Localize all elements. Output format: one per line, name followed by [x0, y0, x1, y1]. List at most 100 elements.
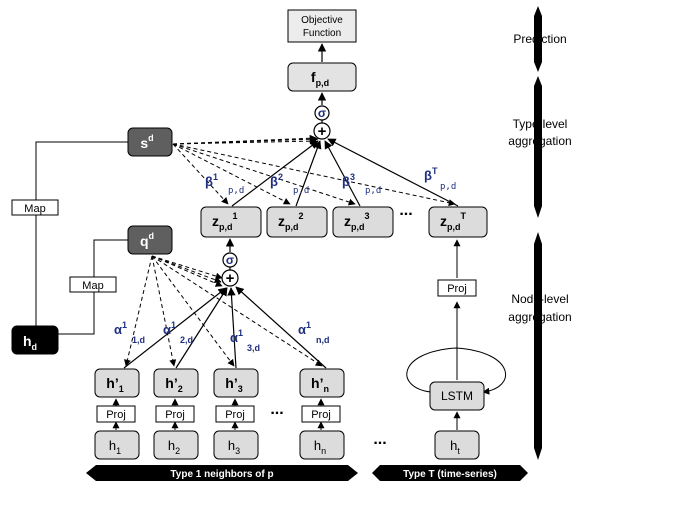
type-level-bracket-arrow — [534, 76, 542, 218]
proj-box-t: Proj — [437, 279, 477, 297]
svg-text:zp,d1: zp,d1 — [212, 211, 238, 232]
node-level-label-line1: Node-level — [511, 292, 568, 306]
svg-text:Type T (time-series): Type T (time-series) — [403, 469, 497, 480]
svg-text:h’3: h’3 — [225, 375, 242, 394]
svg-text:p,d: p,d — [293, 186, 309, 196]
svg-text:LSTM: LSTM — [441, 389, 473, 403]
type-level-plus: + — [313, 122, 331, 140]
svg-text:h’n: h’n — [311, 375, 329, 394]
node-level-plus: + — [221, 269, 239, 287]
svg-text:Proj: Proj — [106, 409, 126, 421]
svg-text:Proj: Proj — [165, 409, 185, 421]
svg-text:h’2: h’2 — [165, 375, 182, 394]
beta-2: β2 p,d — [270, 172, 309, 196]
svg-text:α1: α1 — [230, 328, 243, 345]
svg-text:qd: qd — [140, 231, 154, 249]
h-d-box: hd — [11, 325, 59, 355]
beta-T: βT p,d — [424, 166, 456, 192]
alpha-2: α1 2,d — [163, 320, 193, 345]
svg-text:+: + — [318, 123, 327, 140]
objective-function-box: Objective Function — [287, 9, 357, 43]
alpha-1: α1 1,d — [114, 320, 145, 345]
svg-text:Proj: Proj — [311, 409, 331, 421]
svg-text:h3: h3 — [228, 438, 240, 456]
h-box-3: h3 — [213, 430, 259, 460]
type-level-sigma: σ — [314, 105, 330, 121]
h-prime-box-n: h’n — [299, 368, 345, 398]
beta-3: β3 p,d — [342, 172, 381, 196]
q-d-box: qd — [127, 225, 173, 255]
svg-text:sd: sd — [140, 133, 153, 151]
svg-text:Proj: Proj — [447, 283, 467, 295]
svg-text:h1: h1 — [109, 438, 121, 456]
type1-neighbors-banner: Type 1 neighbors of p — [86, 465, 358, 481]
map-label-inner: Map — [69, 276, 117, 293]
h-prime-box-1: h’1 — [94, 368, 140, 398]
s-d-box: sd — [127, 127, 173, 157]
z-box-1: zp,d1 — [200, 206, 262, 238]
svg-text:σ: σ — [318, 106, 326, 120]
map-label-outer: Map — [11, 199, 59, 216]
h-box-1: h1 — [94, 430, 140, 460]
svg-text:1,d: 1,d — [132, 335, 145, 345]
beta-1: β1 p,d — [205, 172, 244, 196]
type-level-ellipsis: ... — [399, 202, 412, 219]
svg-text:α1: α1 — [298, 320, 311, 337]
z-box-2: zp,d2 — [266, 206, 328, 238]
svg-text:zp,d2: zp,d2 — [278, 211, 304, 232]
z-box-T: zp,dT — [428, 206, 488, 238]
h-prime-box-3: h’3 — [213, 368, 259, 398]
svg-text:Objective: Objective — [301, 15, 343, 26]
svg-text:Map: Map — [24, 203, 45, 215]
svg-text:Function: Function — [303, 28, 341, 39]
svg-text:hn: hn — [314, 438, 326, 456]
svg-text:hd: hd — [23, 333, 37, 352]
svg-text:ht: ht — [450, 438, 460, 456]
type-level-label-line1: Type-level — [513, 117, 568, 131]
svg-text:p,d: p,d — [228, 186, 244, 196]
typeT-timeseries-banner: Type T (time-series) — [372, 465, 528, 481]
node-level-ellipsis-upper: ... — [270, 401, 283, 418]
svg-text:fp,d: fp,d — [311, 69, 329, 88]
proj-box-n: Proj — [301, 405, 341, 423]
svg-text:p,d: p,d — [440, 182, 456, 192]
prediction-bracket-arrow — [534, 6, 542, 72]
svg-text:Type 1 neighbors of p: Type 1 neighbors of p — [170, 469, 273, 480]
node-level-ellipsis-lower: ... — [373, 431, 386, 448]
svg-text:Proj: Proj — [225, 409, 245, 421]
svg-text:zp,d3: zp,d3 — [344, 211, 370, 232]
svg-text:zp,dT: zp,dT — [440, 211, 467, 232]
svg-text:σ: σ — [226, 253, 234, 267]
f-pd-box: fp,d — [287, 62, 357, 92]
lstm-box: LSTM — [429, 381, 485, 411]
proj-box-3: Proj — [215, 405, 255, 423]
svg-text:n,d: n,d — [316, 335, 330, 345]
proj-box-2: Proj — [155, 405, 195, 423]
svg-text:β3: β3 — [342, 172, 355, 189]
svg-text:α1: α1 — [163, 320, 176, 337]
prediction-label: Prediction — [513, 32, 566, 46]
svg-text:h2: h2 — [168, 438, 180, 456]
svg-text:βT: βT — [424, 166, 438, 183]
h-box-2: h2 — [153, 430, 199, 460]
alpha-n: α1 n,d — [298, 320, 330, 345]
svg-text:2,d: 2,d — [180, 335, 193, 345]
svg-text:h’1: h’1 — [106, 375, 123, 394]
node-level-sigma: σ — [222, 252, 238, 268]
svg-text:+: + — [226, 270, 235, 287]
h-prime-box-2: h’2 — [153, 368, 199, 398]
h-box-n: hn — [299, 430, 345, 460]
proj-box-1: Proj — [96, 405, 136, 423]
svg-text:α1: α1 — [114, 320, 127, 337]
svg-text:β2: β2 — [270, 172, 283, 189]
svg-text:β1: β1 — [205, 172, 218, 189]
node-level-bracket-arrow — [534, 232, 542, 460]
svg-text:Map: Map — [82, 280, 103, 292]
svg-text:p,d: p,d — [365, 186, 381, 196]
h-t-box: ht — [434, 430, 480, 460]
z-box-3: zp,d3 — [332, 206, 394, 238]
type-level-label-line2: aggregation — [508, 134, 571, 148]
node-level-label-line2: aggregation — [508, 310, 571, 324]
alpha-3: α1 3,d — [230, 328, 260, 353]
